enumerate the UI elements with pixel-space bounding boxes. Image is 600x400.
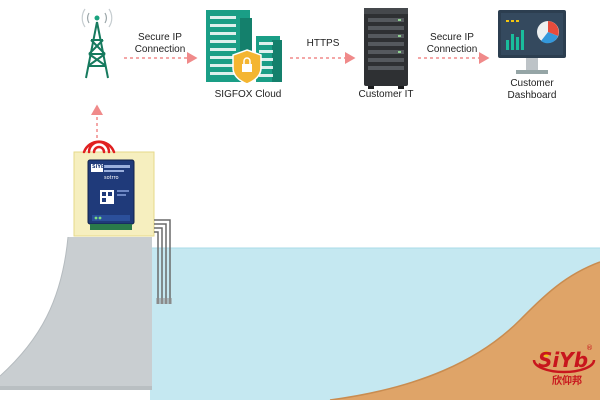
logo-mark-text: SiYb [538, 348, 589, 372]
node-label-customer-dashboard: Customer Dashboard [482, 78, 582, 102]
river-bank [330, 262, 600, 400]
logo-chinese-name: 欣仰邦 [552, 376, 582, 387]
link-label-line1: Secure IP [138, 32, 182, 43]
link-label-line2: Connection [426, 44, 478, 55]
node-label-customer-it: Customer IT [358, 89, 414, 100]
logo-registered-mark: ® [586, 344, 593, 352]
link-label-it-dashboard: Secure IP Connection [422, 32, 482, 56]
cloud-building-lock-icon [206, 10, 282, 85]
cell-tower-icon [81, 8, 113, 79]
dashboard-label-line1: Customer [510, 78, 554, 89]
sensor-probes [156, 298, 172, 304]
sensor-cables [154, 219, 171, 300]
node-label-sigfox-cloud: SIGFOX Cloud [214, 89, 282, 100]
link-label-line2: Connection [134, 44, 186, 55]
link-label-tower-cloud: Secure IP Connection [130, 32, 190, 56]
device-model-label: sotrro [104, 175, 119, 181]
dashboard-label-line2: Dashboard [507, 90, 557, 101]
server-rack-icon [364, 8, 408, 89]
dam [0, 237, 152, 388]
link-label-cloud-it: HTTPS [298, 38, 348, 50]
monitor-dashboard-icon [498, 10, 566, 74]
company-logo-mark [532, 351, 596, 374]
wireless-signal-icon [82, 140, 116, 154]
link-label-line1: Secure IP [430, 32, 474, 43]
link-label-line1: HTTPS [306, 38, 340, 49]
device-brand-badge: SiYb [92, 164, 105, 170]
